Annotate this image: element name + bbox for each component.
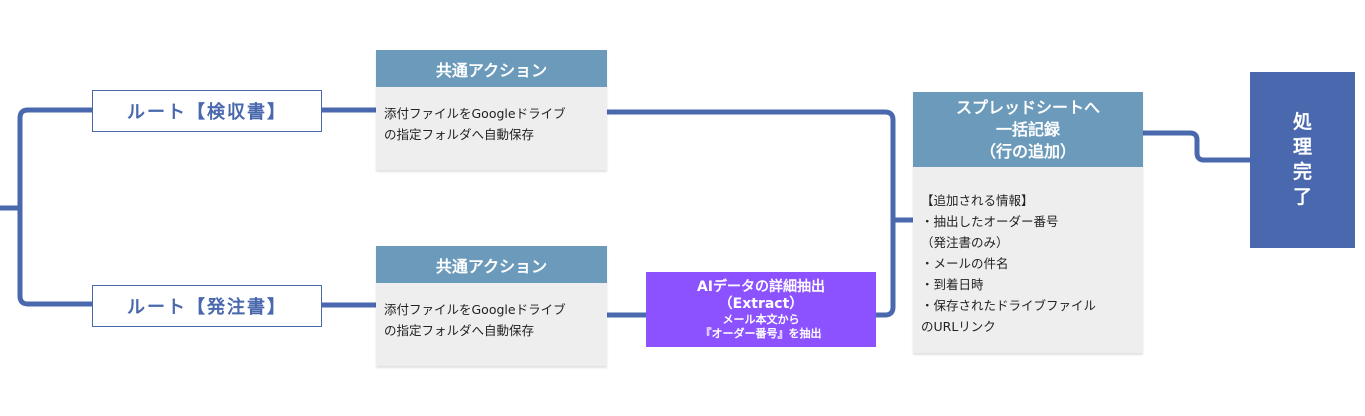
card-body-line: の指定フォルダへ自動保存 bbox=[384, 127, 535, 142]
sheet-to-final-line bbox=[1143, 130, 1250, 163]
action1-to-sheet-line bbox=[607, 109, 913, 223]
final-char: 了 bbox=[1292, 186, 1312, 208]
info-line: のURLリンク bbox=[921, 319, 996, 334]
process-complete-box: 処 理 完 了 bbox=[1250, 72, 1355, 248]
route-order-box: ルート【発注書】 bbox=[92, 285, 322, 327]
route-inspection-box: ルート【検収書】 bbox=[92, 90, 322, 132]
card-body-line: 添付ファイルをGoogleドライブ bbox=[384, 302, 566, 317]
card-header: 共通アクション bbox=[376, 50, 607, 87]
final-char: 処 bbox=[1292, 111, 1312, 133]
ai-desc: メール本文から bbox=[722, 313, 800, 326]
sheet-title: スプレッドシートへ bbox=[955, 97, 1100, 117]
ai-subtitle: （Extract） bbox=[718, 296, 804, 312]
info-line: 【追加される情報】 bbox=[921, 193, 1034, 208]
ai-title: AIデータの詳細抽出 bbox=[696, 279, 826, 295]
sheet-title: 一括記録 bbox=[995, 119, 1060, 139]
route-label: ルート【発注書】 bbox=[127, 297, 287, 318]
info-line: （発注書のみ） bbox=[921, 235, 1009, 250]
info-line: ・保存されたドライブファイル bbox=[921, 298, 1097, 313]
card-body-line: 添付ファイルをGoogleドライブ bbox=[384, 106, 566, 121]
card-header: 共通アクション bbox=[376, 246, 607, 283]
ai-extract-box: AIデータの詳細抽出 （Extract） メール本文から 『オーダー番号』を抽出 bbox=[646, 272, 876, 347]
ai-desc: 『オーダー番号』を抽出 bbox=[700, 327, 822, 340]
final-char: 完 bbox=[1292, 161, 1312, 183]
final-char: 理 bbox=[1292, 136, 1312, 158]
info-line: ・到着日時 bbox=[921, 277, 984, 292]
branch-line bbox=[17, 107, 92, 307]
common-action-card-1: 共通アクション 添付ファイルをGoogleドライブ の指定フォルダへ自動保存 bbox=[376, 50, 607, 170]
route-label: ルート【検収書】 bbox=[127, 102, 287, 123]
common-action-card-2: 共通アクション 添付ファイルをGoogleドライブ の指定フォルダへ自動保存 bbox=[376, 246, 607, 366]
info-line: ・抽出したオーダー番号 bbox=[921, 214, 1059, 229]
sheet-title: （行の追加） bbox=[979, 141, 1076, 161]
info-line: ・メールの件名 bbox=[921, 256, 1009, 271]
ai-to-sheet-line bbox=[876, 220, 896, 318]
card-body-line: の指定フォルダへ自動保存 bbox=[384, 323, 535, 338]
spreadsheet-card: スプレッドシートへ 一括記録 （行の追加） 【追加される情報】 ・抽出したオーダ… bbox=[913, 92, 1143, 353]
